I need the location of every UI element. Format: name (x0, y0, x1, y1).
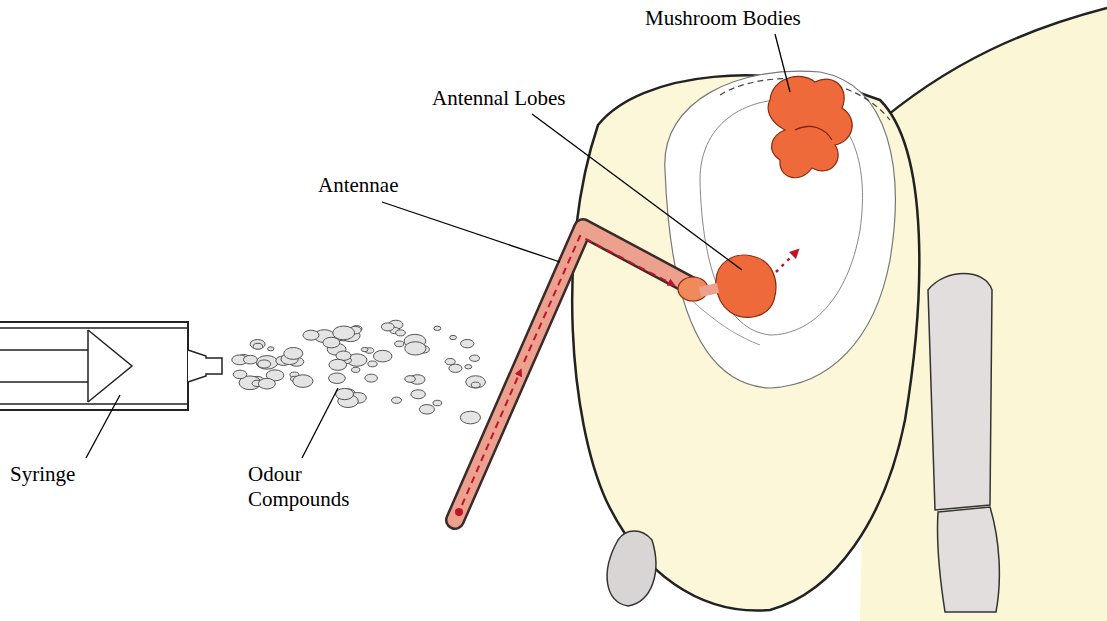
antennal-lobe (716, 255, 776, 317)
odour-particle (391, 397, 401, 403)
syringe-drawing (0, 322, 222, 410)
odour-particle (250, 340, 265, 349)
leg-segment (928, 274, 992, 511)
odour-particle (471, 382, 480, 388)
odour-particle (450, 335, 457, 339)
odour-particle (411, 390, 425, 399)
antenna (455, 228, 695, 520)
odour-particle (233, 370, 247, 379)
leader-lines (86, 34, 790, 458)
odour-particle (256, 356, 278, 370)
odour-particle (323, 337, 340, 348)
part-label: Odour Compounds (248, 462, 360, 512)
part-label: Antennae (318, 173, 398, 198)
odour-particle (253, 343, 262, 349)
odour-particle (405, 376, 416, 383)
odour-particle (373, 350, 392, 362)
part-label: Antennal Lobes (432, 86, 566, 111)
odour-particle (396, 330, 406, 336)
odour-particle (352, 367, 360, 372)
odour-particle (381, 323, 394, 331)
odour-particle (303, 330, 319, 340)
odour-particle (361, 347, 368, 351)
odour-particle (258, 378, 275, 389)
signal-arrow (524, 236, 672, 362)
mandible (607, 531, 656, 606)
odour-particle (460, 411, 480, 424)
odour-particle (243, 355, 257, 364)
odour-particle (329, 373, 346, 383)
odour-particle (268, 347, 274, 351)
odour-particle (419, 405, 434, 414)
antenna-outline (455, 228, 695, 520)
signal-arrow (462, 372, 520, 505)
odour-particle (365, 374, 378, 382)
odour-particle (465, 365, 472, 369)
part-label: Syringe (10, 462, 75, 487)
odour-particle (293, 375, 313, 388)
odour-particle (395, 341, 404, 347)
signal-origin (455, 508, 463, 516)
antenna-nerve (700, 288, 718, 292)
part-label: Mushroom Bodies (645, 6, 801, 31)
odour-cloud (232, 320, 486, 424)
odour-particle (368, 361, 377, 367)
thorax-outline (870, 8, 1107, 130)
mushroom-bodies (768, 76, 852, 177)
odour-particle (433, 400, 442, 405)
odour-particle (466, 376, 486, 388)
odour-particle (461, 339, 474, 347)
odour-particle (469, 355, 479, 361)
odour-particle (449, 364, 462, 372)
odour-particle (258, 360, 271, 368)
head-capsule-region (665, 71, 896, 388)
odour-particle (329, 359, 347, 370)
leg-segment (937, 507, 999, 612)
mushroom-body-detail (795, 126, 832, 140)
odour-particle (284, 347, 303, 359)
odour-particle (405, 342, 426, 355)
signal-arrow (776, 252, 796, 272)
odour-particle (434, 326, 441, 330)
odour-particle (336, 388, 354, 399)
